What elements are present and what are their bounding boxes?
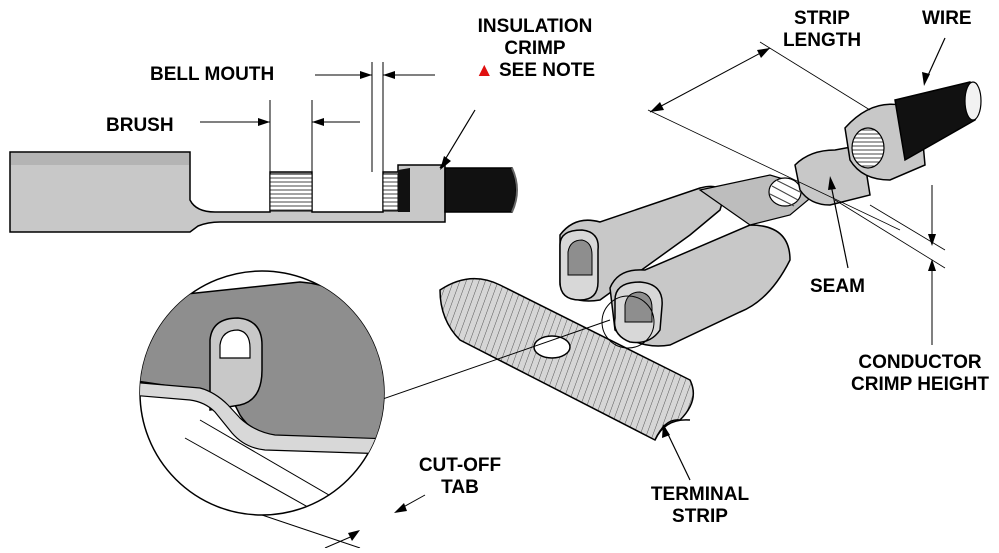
- bell-mouth-label: BELL MOUTH: [150, 64, 275, 85]
- wire-leader-arrow: [922, 72, 930, 86]
- terminal-body-side: [9, 151, 446, 233]
- insulation-crimp-label: INSULATION CRIMP ▲ SEE NOTE: [470, 16, 600, 82]
- brush-arrow-right: [312, 118, 324, 126]
- strip-length-ext-b: [759, 41, 871, 111]
- bell-mouth-strands: [382, 173, 399, 212]
- wire-label: WIRE: [922, 8, 972, 29]
- wire-side: [444, 167, 517, 213]
- seam-label: SEAM: [810, 276, 865, 297]
- strip-length-arrow-b: [757, 48, 770, 58]
- detail-source-circle: [601, 295, 655, 349]
- strip-length-dim: [649, 47, 771, 113]
- detail-roll-opening: [219, 329, 251, 359]
- terminal-3d: [439, 37, 982, 481]
- conductor-crimp-height-label: CONDUCTOR CRIMP HEIGHT: [845, 352, 995, 396]
- detail-view: [139, 270, 655, 549]
- strip-hole: [533, 335, 571, 359]
- crimp-height-arrow-bottom: [928, 259, 936, 271]
- terminal-strip-leader: [664, 427, 691, 481]
- strip-length-label: STRIP LENGTH: [772, 8, 872, 52]
- terminal-top-shade: [11, 153, 189, 165]
- terminal-strip-leader-arrow: [662, 424, 670, 438]
- crimp-height-ext-b: [834, 199, 946, 269]
- detail-cut-off-tab: [140, 381, 384, 456]
- detail-ext-line-a: [199, 419, 384, 515]
- tab-arrow-bottom: [348, 530, 360, 541]
- cut-off-tab-label: CUT-OFF TAB: [415, 455, 505, 499]
- insulation-leader-arrow: [440, 156, 451, 170]
- strip-length-arrow-a: [650, 102, 664, 112]
- tab-ext-line: [261, 514, 361, 549]
- strip-edge: [654, 419, 691, 441]
- tab-dim-bottom: [324, 534, 356, 549]
- receptacle-left-opening: [567, 239, 593, 276]
- conductor-crimp-height-line1: CONDUCTOR: [858, 352, 982, 373]
- seam-leader-arrow: [828, 176, 836, 190]
- terminal-strip-label: TERMINAL STRIP: [640, 484, 760, 528]
- strip-length-line2: LENGTH: [782, 30, 862, 51]
- insulation-crimp-line2: CRIMP: [504, 38, 566, 59]
- seam-leader: [829, 179, 849, 269]
- wire-3d-end: [964, 81, 982, 121]
- crimp-height-arrow-top: [928, 234, 936, 246]
- strip-length-ext-a: [647, 109, 901, 231]
- cut-off-tab-line1: CUT-OFF: [418, 455, 502, 476]
- strip-length-line1: STRIP: [794, 8, 850, 29]
- cut-off-tab-line2: TAB: [441, 477, 479, 498]
- insulation-crimp-line1: INSULATION: [477, 16, 593, 37]
- brush-label: BRUSH: [106, 115, 174, 136]
- note-marker-icon: ▲: [474, 60, 494, 81]
- bell-arrow-right: [383, 71, 395, 79]
- wire-side-end: [511, 167, 518, 213]
- conductor-crimp-height-line2: CRIMP HEIGHT: [851, 374, 989, 395]
- see-note-text: SEE NOTE: [499, 60, 596, 81]
- see-note-line: ▲ SEE NOTE: [470, 60, 600, 82]
- terminal-strip-line1: TERMINAL: [650, 484, 750, 505]
- crimp-height-ext-a: [869, 204, 946, 251]
- detail-connector: [379, 319, 611, 401]
- tab-arrow-top: [394, 503, 407, 513]
- detail-ext-line-b: [184, 437, 384, 515]
- terminal-strip-line2: STRIP: [672, 506, 728, 527]
- brush-arrow-left: [258, 118, 270, 126]
- brush-strand-lines: [769, 179, 801, 207]
- bell-arrow-left: [360, 71, 372, 79]
- brush-strands: [269, 173, 313, 212]
- insulation-edge: [398, 168, 410, 212]
- wire-strands-end: [851, 127, 885, 169]
- side-view-terminal: [9, 62, 518, 233]
- receptacle-right-opening: [624, 291, 653, 323]
